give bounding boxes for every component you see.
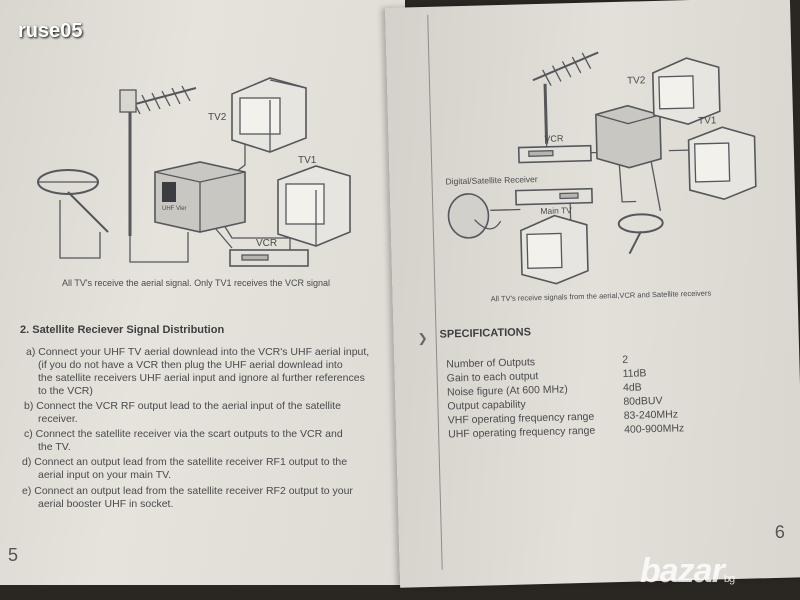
spec-label: Gain to each output xyxy=(446,370,539,385)
section-title: 2. Satellite Reciever Signal Distributio… xyxy=(20,324,225,336)
spec-value: 80dBUV xyxy=(623,394,663,408)
right-diagram-caption: All TV's receive signals from the aerial… xyxy=(491,289,712,304)
left-line-1: a) Connect your UHF TV aerial downlead i… xyxy=(26,346,370,358)
booster-box xyxy=(595,104,662,169)
left-line-6: receiver. xyxy=(38,413,78,425)
left-line-11: e) Connect an output lead from the satel… xyxy=(22,485,353,497)
receiver-drawing xyxy=(515,187,593,206)
tv2-label: TV2 xyxy=(627,75,646,86)
spec-value: 11dB xyxy=(622,367,647,380)
left-line-8: the TV. xyxy=(38,441,71,453)
brand-name: bazar xyxy=(640,552,725,590)
tv1-drawing xyxy=(687,126,757,201)
brand-tld: bg xyxy=(723,573,735,585)
spec-label: VHF operating frequency range xyxy=(447,410,595,427)
spec-table: Number of Outputs 2 Gain to each output … xyxy=(446,351,748,443)
manual-page-right: TV2 TV1 VCR Digital/Satellite Receiver M… xyxy=(385,0,800,588)
manual-page-left: TV2 TV1 VCR UHF Vier All TV's receive th… xyxy=(0,0,405,585)
left-line-3: the satellite receivers UHF aerial input… xyxy=(38,372,365,384)
loop-antenna xyxy=(617,213,664,234)
right-page-number: 6 xyxy=(774,521,786,542)
vcr-drawing xyxy=(229,249,309,267)
spec-value: 83-240MHz xyxy=(623,408,679,422)
vcr-label: VCR xyxy=(256,238,277,249)
left-line-4: to the VCR) xyxy=(38,385,93,397)
main-tv-drawing xyxy=(520,214,589,285)
satellite-dish xyxy=(447,193,490,239)
left-line-9: d) Connect an output lead from the satel… xyxy=(22,456,348,468)
spec-label: Number of Outputs xyxy=(446,356,536,371)
tv2-drawing xyxy=(651,57,721,125)
tv2-drawing xyxy=(231,77,307,153)
watermark-username: ruse05 xyxy=(18,20,83,42)
main-tv-label: Main TV xyxy=(540,205,572,216)
left-line-2: (if you do not have a VCR then plug the … xyxy=(38,359,343,371)
vcr-drawing xyxy=(517,144,592,164)
aerial-mast xyxy=(543,83,549,144)
spec-label: Noise figure (At 600 MHz) xyxy=(446,383,568,399)
left-line-7: c) Connect the satellite receiver via th… xyxy=(24,428,343,440)
left-line-12: aerial booster UHF in socket. xyxy=(38,498,174,510)
specifications-title: SPECIFICATIONS xyxy=(439,326,532,341)
left-diagram-caption: All TV's receive the aerial signal. Only… xyxy=(62,278,330,288)
tv1-label: TV1 xyxy=(298,155,317,166)
vcr-label: VCR xyxy=(544,133,564,144)
brand-watermark: bazarbg xyxy=(640,552,735,591)
spec-label: Output capability xyxy=(447,398,526,413)
right-diagram: TV2 TV1 VCR Digital/Satellite Receiver M… xyxy=(445,51,757,304)
left-line-10: aerial input on your main TV. xyxy=(38,469,172,481)
chevron-right-icon: ❯ xyxy=(417,330,428,346)
tv2-label: TV2 xyxy=(208,112,227,123)
left-diagram: TV2 TV1 VCR UHF Vier All TV's receive th… xyxy=(37,77,351,288)
left-page-number: 5 xyxy=(8,545,19,565)
spec-value: 400-900MHz xyxy=(623,422,685,436)
spec-label: UHF operating frequency range xyxy=(448,424,596,441)
left-line-5: b) Connect the VCR RF output lead to the… xyxy=(24,400,341,412)
tv1-drawing xyxy=(277,165,351,247)
tv1-label: TV1 xyxy=(698,115,717,126)
spec-value: 2 xyxy=(622,353,629,366)
booster-label: UHF Vier xyxy=(162,206,187,212)
receiver-label: Digital/Satellite Receiver xyxy=(445,174,538,186)
spec-value: 4dB xyxy=(622,381,642,394)
